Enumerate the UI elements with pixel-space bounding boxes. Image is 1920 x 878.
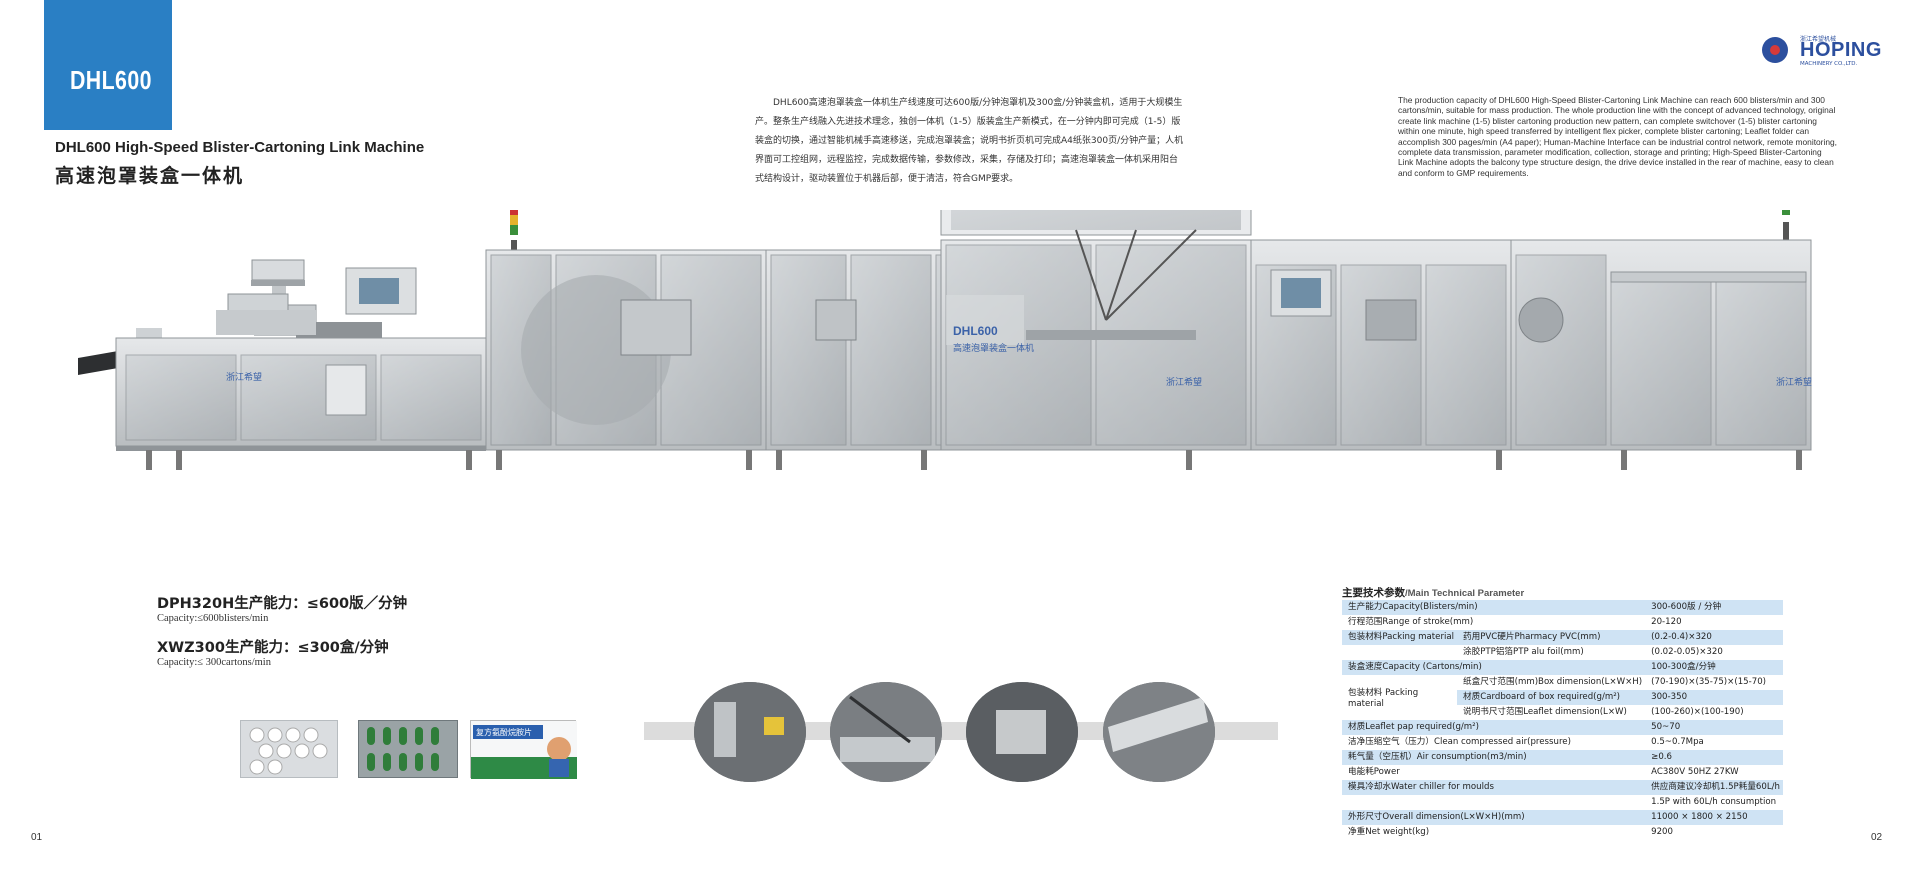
table-row: 材质Cardboard of box required(g/m²) 300-35…: [1342, 690, 1783, 705]
detail-photo-3: [966, 682, 1078, 782]
green-capsule-blister-image: [358, 720, 458, 778]
feeder-hoppers: [136, 259, 417, 344]
param-sublabel: 材质Cardboard of box required(g/m²): [1457, 690, 1646, 705]
param-label: 包装材料 Packing material: [1342, 675, 1458, 720]
param-value: 1.5P with 60L/h consumption: [1651, 797, 1777, 807]
param-label: 电能耗Power: [1348, 767, 1400, 777]
table-row: 包装材料Packing material 药用PVC硬片Pharmacy PVC…: [1342, 630, 1783, 645]
page-number-left: 01: [31, 832, 43, 843]
white-blister-pack-image: [240, 720, 338, 778]
param-label: 耗气量（空压机）Air consumption(m3/min): [1342, 750, 1646, 765]
param-value: (0.2-0.4)×320: [1645, 630, 1783, 645]
param-value: 300-350: [1645, 690, 1783, 705]
machine-illustration: DHL600 高速泡罩装盒一体机 浙江希望 浙江希望 浙江希望: [78, 210, 1812, 470]
table-row: 电能耗Power AC380V 50HZ 27KW: [1342, 765, 1783, 780]
param-label: [1342, 795, 1645, 810]
table-row: 行程范围Range of stroke(mm) 20-120: [1342, 615, 1783, 630]
page-number-right: 02: [1871, 832, 1883, 843]
param-label: 材质Leaflet pap required(g/m²): [1342, 720, 1646, 735]
param-sublabel: 纸盒尺寸范围(mm)Box dimension(L×W×H): [1463, 677, 1643, 687]
table-row: 装盒速度Capacity (Cartons/min) 100-300盒/分钟: [1342, 660, 1783, 675]
medicine-carton-image: 复方氨酚烷胺片: [470, 720, 577, 779]
xwz-capacity-subtitle: Capacity:≤ 300cartons/min: [157, 657, 271, 668]
tech-params-heading-cn: 主要技术参数: [1342, 587, 1405, 599]
tech-params-heading-en: /Main Technical Parameter: [1405, 588, 1525, 599]
logo-chinese-text: 浙江希望机械: [1800, 36, 1837, 43]
machine-label-chinese: 高速泡罩装盒一体机: [953, 342, 1034, 354]
company-logo: 浙江希望机械 HOPING MACHINERY CO.,LTD.: [1762, 34, 1892, 68]
param-label: 模具冷却水Water chiller for moulds: [1342, 780, 1646, 795]
param-value: 9200: [1651, 827, 1673, 837]
detail-photo-1: [694, 682, 806, 782]
table-row: 材质Leaflet pap required(g/m²) 50~70: [1342, 720, 1783, 735]
model-banner: DHL600: [44, 0, 172, 130]
param-value: (0.02-0.05)×320: [1651, 647, 1723, 657]
dph-capacity-title: DPH320H生产能力：≤600版／分钟: [157, 596, 408, 612]
tech-params-heading: 主要技术参数/Main Technical Parameter: [1342, 585, 1524, 600]
brand-badge-middle: 浙江希望: [1166, 376, 1202, 388]
param-value: (100-260)×(100-190): [1651, 707, 1744, 717]
logo-company-text: MACHINERY CO.,LTD.: [1800, 61, 1858, 67]
param-value: 100-300盒/分钟: [1645, 660, 1783, 675]
detail-photo-2: [830, 682, 942, 782]
tech-params-table: 生产能力Capacity(Blisters/min) 300-600版 / 分钟…: [1342, 600, 1783, 840]
param-value: 0.5~0.7Mpa: [1651, 737, 1704, 747]
cartoning-machine-section: [1250, 239, 1812, 451]
param-value: 300-600版 / 分钟: [1645, 600, 1783, 615]
table-row: 净重Net weight(kg) 9200: [1342, 825, 1783, 840]
detail-photo-4: [1103, 682, 1215, 782]
param-value: AC380V 50HZ 27KW: [1651, 767, 1739, 777]
machine-feet: [146, 450, 1802, 470]
param-sublabel: 说明书尺寸范围Leaflet dimension(L×W): [1463, 707, 1627, 717]
param-label: 包装材料Packing material: [1342, 630, 1458, 645]
title-english: DHL600 High-Speed Blister-Cartoning Link…: [55, 139, 425, 156]
table-row: 涂胶PTP铝箔PTP alu foil(mm) (0.02-0.05)×320: [1342, 645, 1783, 660]
table-row: 生产能力Capacity(Blisters/min) 300-600版 / 分钟: [1342, 600, 1783, 615]
table-row: 外形尺寸Overall dimension(L×W×H)(mm) 11000 ×…: [1342, 810, 1783, 825]
param-label: 净重Net weight(kg): [1348, 827, 1430, 837]
param-value: 50~70: [1645, 720, 1783, 735]
param-value: ≥0.6: [1645, 750, 1783, 765]
param-value: 供应商建议冷却机1.5P耗量60L/h: [1645, 780, 1783, 795]
carton-product-name: 复方氨酚烷胺片: [476, 727, 532, 737]
machine-label-model: DHL600: [953, 324, 998, 338]
param-label: 外形尺寸Overall dimension(L×W×H)(mm): [1342, 810, 1646, 825]
table-row: 洁净压缩空气（压力）Clean compressed air(pressure)…: [1342, 735, 1783, 750]
param-label: 装盒速度Capacity (Cartons/min): [1342, 660, 1646, 675]
robot-transfer-section: DHL600 高速泡罩装盒一体机: [940, 210, 1252, 451]
brand-badge-right: 浙江希望: [1776, 376, 1812, 388]
logo-brand-text: HOPING: [1800, 39, 1882, 61]
param-label: 行程范围Range of stroke(mm): [1348, 617, 1474, 627]
title-chinese: 高速泡罩装盒一体机: [55, 165, 245, 187]
table-row: 说明书尺寸范围Leaflet dimension(L×W) (100-260)×…: [1342, 705, 1783, 720]
param-value: 20-120: [1651, 617, 1682, 627]
param-sublabel: 涂胶PTP铝箔PTP alu foil(mm): [1463, 647, 1584, 657]
dph-capacity-subtitle: Capacity:≤600blisters/min: [157, 613, 269, 624]
param-label: 洁净压缩空气（压力）Clean compressed air(pressure): [1348, 737, 1571, 747]
description-chinese: DHL600高速泡罩装盒一体机生产线速度可达600版/分钟泡罩机及300盒/分钟…: [755, 98, 1184, 184]
table-row: 模具冷却水Water chiller for moulds 供应商建议冷却机1.…: [1342, 780, 1783, 795]
table-row: 耗气量（空压机）Air consumption(m3/min) ≥0.6: [1342, 750, 1783, 765]
logo-emblem-icon: [1762, 37, 1788, 63]
signal-tower-right-icon: [1782, 210, 1790, 247]
table-row: 1.5P with 60L/h consumption: [1342, 795, 1783, 810]
param-label: [1342, 645, 1457, 660]
param-sublabel: 药用PVC硬片Pharmacy PVC(mm): [1457, 630, 1646, 645]
param-value: (70-190)×(35-75)×(15-70): [1651, 677, 1767, 687]
brand-badge-left: 浙江希望: [226, 371, 262, 383]
xwz-capacity-title: XWZ300生产能力：≤300盒/分钟: [157, 640, 389, 656]
description-english: The production capacity of DHL600 High-S…: [1398, 95, 1837, 178]
table-row: 包装材料 Packing material 纸盒尺寸范围(mm)Box dime…: [1342, 675, 1783, 720]
model-banner-text: DHL600: [70, 65, 152, 95]
param-value: 11000 × 1800 × 2150: [1645, 810, 1783, 825]
brand-badges: 浙江希望 浙江希望 浙江希望: [226, 371, 1812, 388]
param-label: 生产能力Capacity(Blisters/min): [1342, 600, 1646, 615]
